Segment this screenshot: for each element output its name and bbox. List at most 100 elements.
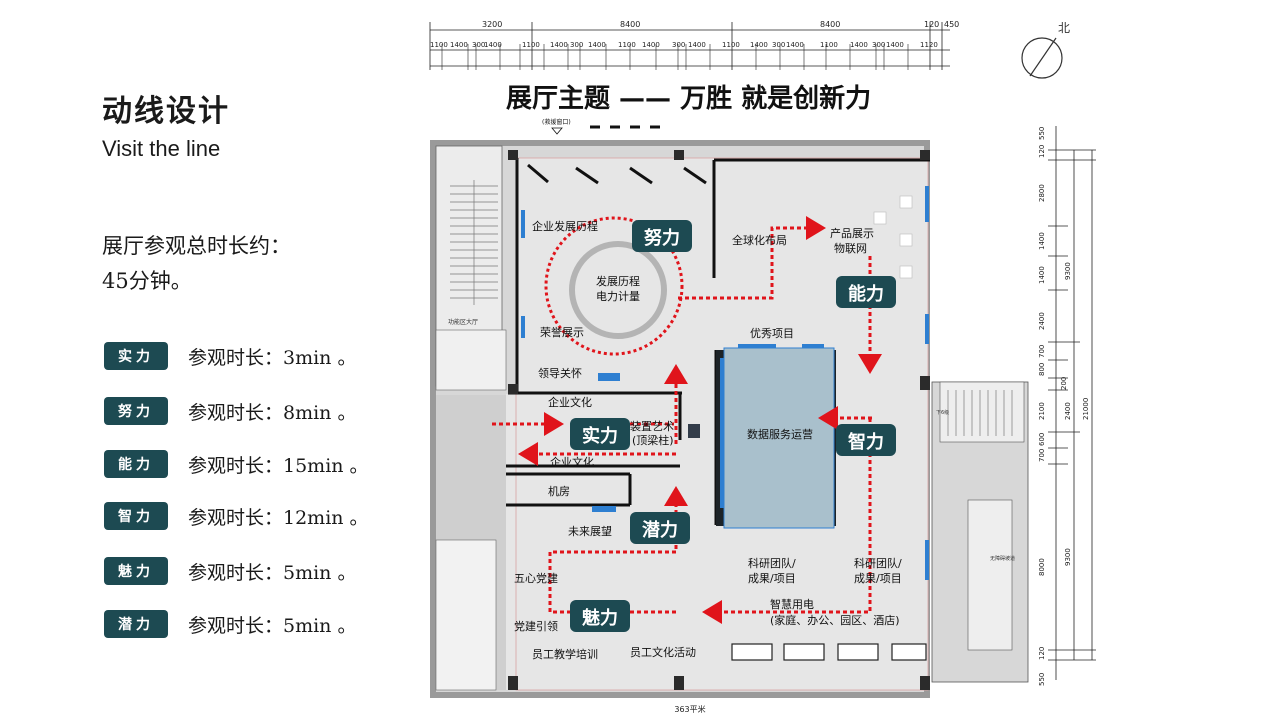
dim-label: 600 [1038, 433, 1046, 446]
zone-label: 科研团队/ [854, 556, 902, 570]
arrow-right-icon [806, 216, 826, 240]
legend-badge: 潜力 [104, 610, 168, 638]
legend-badge: 努力 [104, 397, 168, 425]
dim-label: 800 [1038, 363, 1046, 376]
zone-label: 电力计量 [596, 290, 640, 303]
dim-label: 1400 [688, 41, 706, 49]
route-loop [544, 216, 684, 356]
dim-label: 2100 [1038, 402, 1046, 420]
dim-label: 1400 [886, 41, 904, 49]
zone-label: 成果/项目 [854, 572, 902, 585]
slanted-walls [527, 163, 707, 185]
accessible-ramp [967, 499, 1013, 651]
dim-label: 550 [1038, 127, 1046, 140]
dim-label: 700 [1038, 449, 1046, 462]
zone-label: 员工教学培训 [532, 647, 598, 661]
legend-badge: 智力 [104, 502, 168, 530]
zone-label: 未来展望 [568, 525, 612, 538]
arrow-up-icon [664, 364, 688, 384]
rescue-window-label: (救援窗口) [542, 118, 571, 126]
arrow-up-icon [664, 486, 688, 506]
zone-label: 优秀项目 [750, 327, 794, 340]
dim-label: 300 [772, 41, 785, 49]
dim-label: 21000 [1082, 398, 1090, 420]
dimension-top [429, 22, 950, 70]
dim-label: 300 [672, 41, 685, 49]
zone-label: 成果/项目 [748, 572, 796, 585]
dim-label: 1400 [642, 41, 660, 49]
dim-label: 1100 [722, 41, 740, 49]
dim-label: 1400 [588, 41, 606, 49]
zone-label: 全球化布局 [732, 233, 787, 247]
dim-label: 120 [1038, 647, 1046, 660]
badge-nuli: 努力 [644, 227, 680, 249]
zone-label: 党建引领 [514, 619, 558, 633]
dim-label: 1100 [430, 41, 448, 49]
zone-label: (顶梁柱) [632, 433, 674, 447]
legend-duration: 参观时长：12min 。 [188, 506, 369, 529]
north-label: 北 [1058, 21, 1070, 35]
legend-duration: 参观时长：5min 。 [188, 614, 357, 637]
stair-landing [939, 381, 1025, 443]
badge-nengli: 能力 [848, 283, 884, 305]
annex-label: 下6级 [936, 409, 949, 416]
page-subtitle: Visit the line [102, 136, 221, 161]
dim-label: 1400 [550, 41, 568, 49]
dim-label: 8000 [1038, 558, 1046, 576]
zone-label: 企业发展历程 [532, 219, 598, 233]
dim-label: 1120 [920, 41, 938, 49]
dim-label: 1400 [750, 41, 768, 49]
arrow-left-icon [518, 442, 538, 466]
zone-label: 五心党建 [514, 571, 558, 585]
zone-label: 产品展示 [830, 226, 874, 240]
badge-qianli: 潜力 [642, 519, 678, 541]
legend-item-nengli: 能力 参观时长：15min 。 [104, 450, 369, 478]
stair-steps [450, 180, 498, 305]
dim-label: 9300 [1064, 548, 1072, 566]
arrow-right-icon [544, 412, 564, 436]
dim-label: 120 [924, 20, 939, 29]
zone-label: 企业文化 [550, 455, 594, 469]
dim-label: 1400 [484, 41, 502, 49]
total-time-label: 展厅参观总时长约： [102, 234, 291, 258]
data-block-screen [720, 358, 724, 508]
dimension-ticks [441, 44, 909, 70]
zone-label: 物联网 [834, 241, 867, 255]
dim-label: 9300 [1064, 262, 1072, 280]
dim-label: 2400 [1038, 312, 1046, 330]
history-ring [569, 241, 667, 339]
data-service-block [723, 347, 835, 529]
legend-item-shili: 实力 参观时长：3min 。 [104, 342, 356, 370]
small-rooms [435, 329, 507, 391]
badge-meili: 魅力 [582, 607, 618, 629]
dim-label: 700 [1038, 345, 1046, 358]
showcase-tables [731, 643, 927, 661]
dim-label: 1400 [450, 41, 468, 49]
area-label: 363平米 [674, 704, 705, 714]
arrow-left-icon [818, 406, 838, 430]
dim-label: 2800 [1038, 184, 1046, 202]
legend-badge: 实力 [104, 342, 168, 370]
ramp-label: 无障碍坡道 [990, 555, 1015, 562]
zone-label: 企业文化 [548, 395, 592, 409]
dim-label: 8400 [820, 20, 840, 29]
dim-label: 550 [1038, 673, 1046, 686]
route-badges: 努力 能力 实力 智力 潜力 魅力 [570, 220, 896, 632]
legend-item-nuli: 努力 参观时长：8min 。 [104, 397, 356, 425]
zone-label: 员工文化活动 [630, 645, 696, 659]
zone-label: (家庭、办公、园区、酒店) [770, 613, 900, 627]
dim-label: 3200 [482, 20, 502, 29]
north-arrow-icon: 北 [1021, 21, 1070, 79]
legend-item-zhili: 智力 参观时长：12min 。 [104, 502, 369, 530]
theme-title: 展厅主题 —— 万胜 就是创新力 [506, 83, 871, 114]
route-arrows [518, 216, 882, 624]
legend-duration: 参观时长：5min 。 [188, 561, 357, 584]
dim-label: 1100 [820, 41, 838, 49]
product-cubes [873, 195, 913, 279]
dim-label: 300 [872, 41, 885, 49]
badge-shili: 实力 [582, 425, 618, 447]
dim-label: 1400 [1038, 232, 1046, 250]
legend-duration: 参观时长：3min 。 [188, 346, 357, 369]
columns [508, 150, 930, 690]
dim-label: 300 [472, 41, 485, 49]
